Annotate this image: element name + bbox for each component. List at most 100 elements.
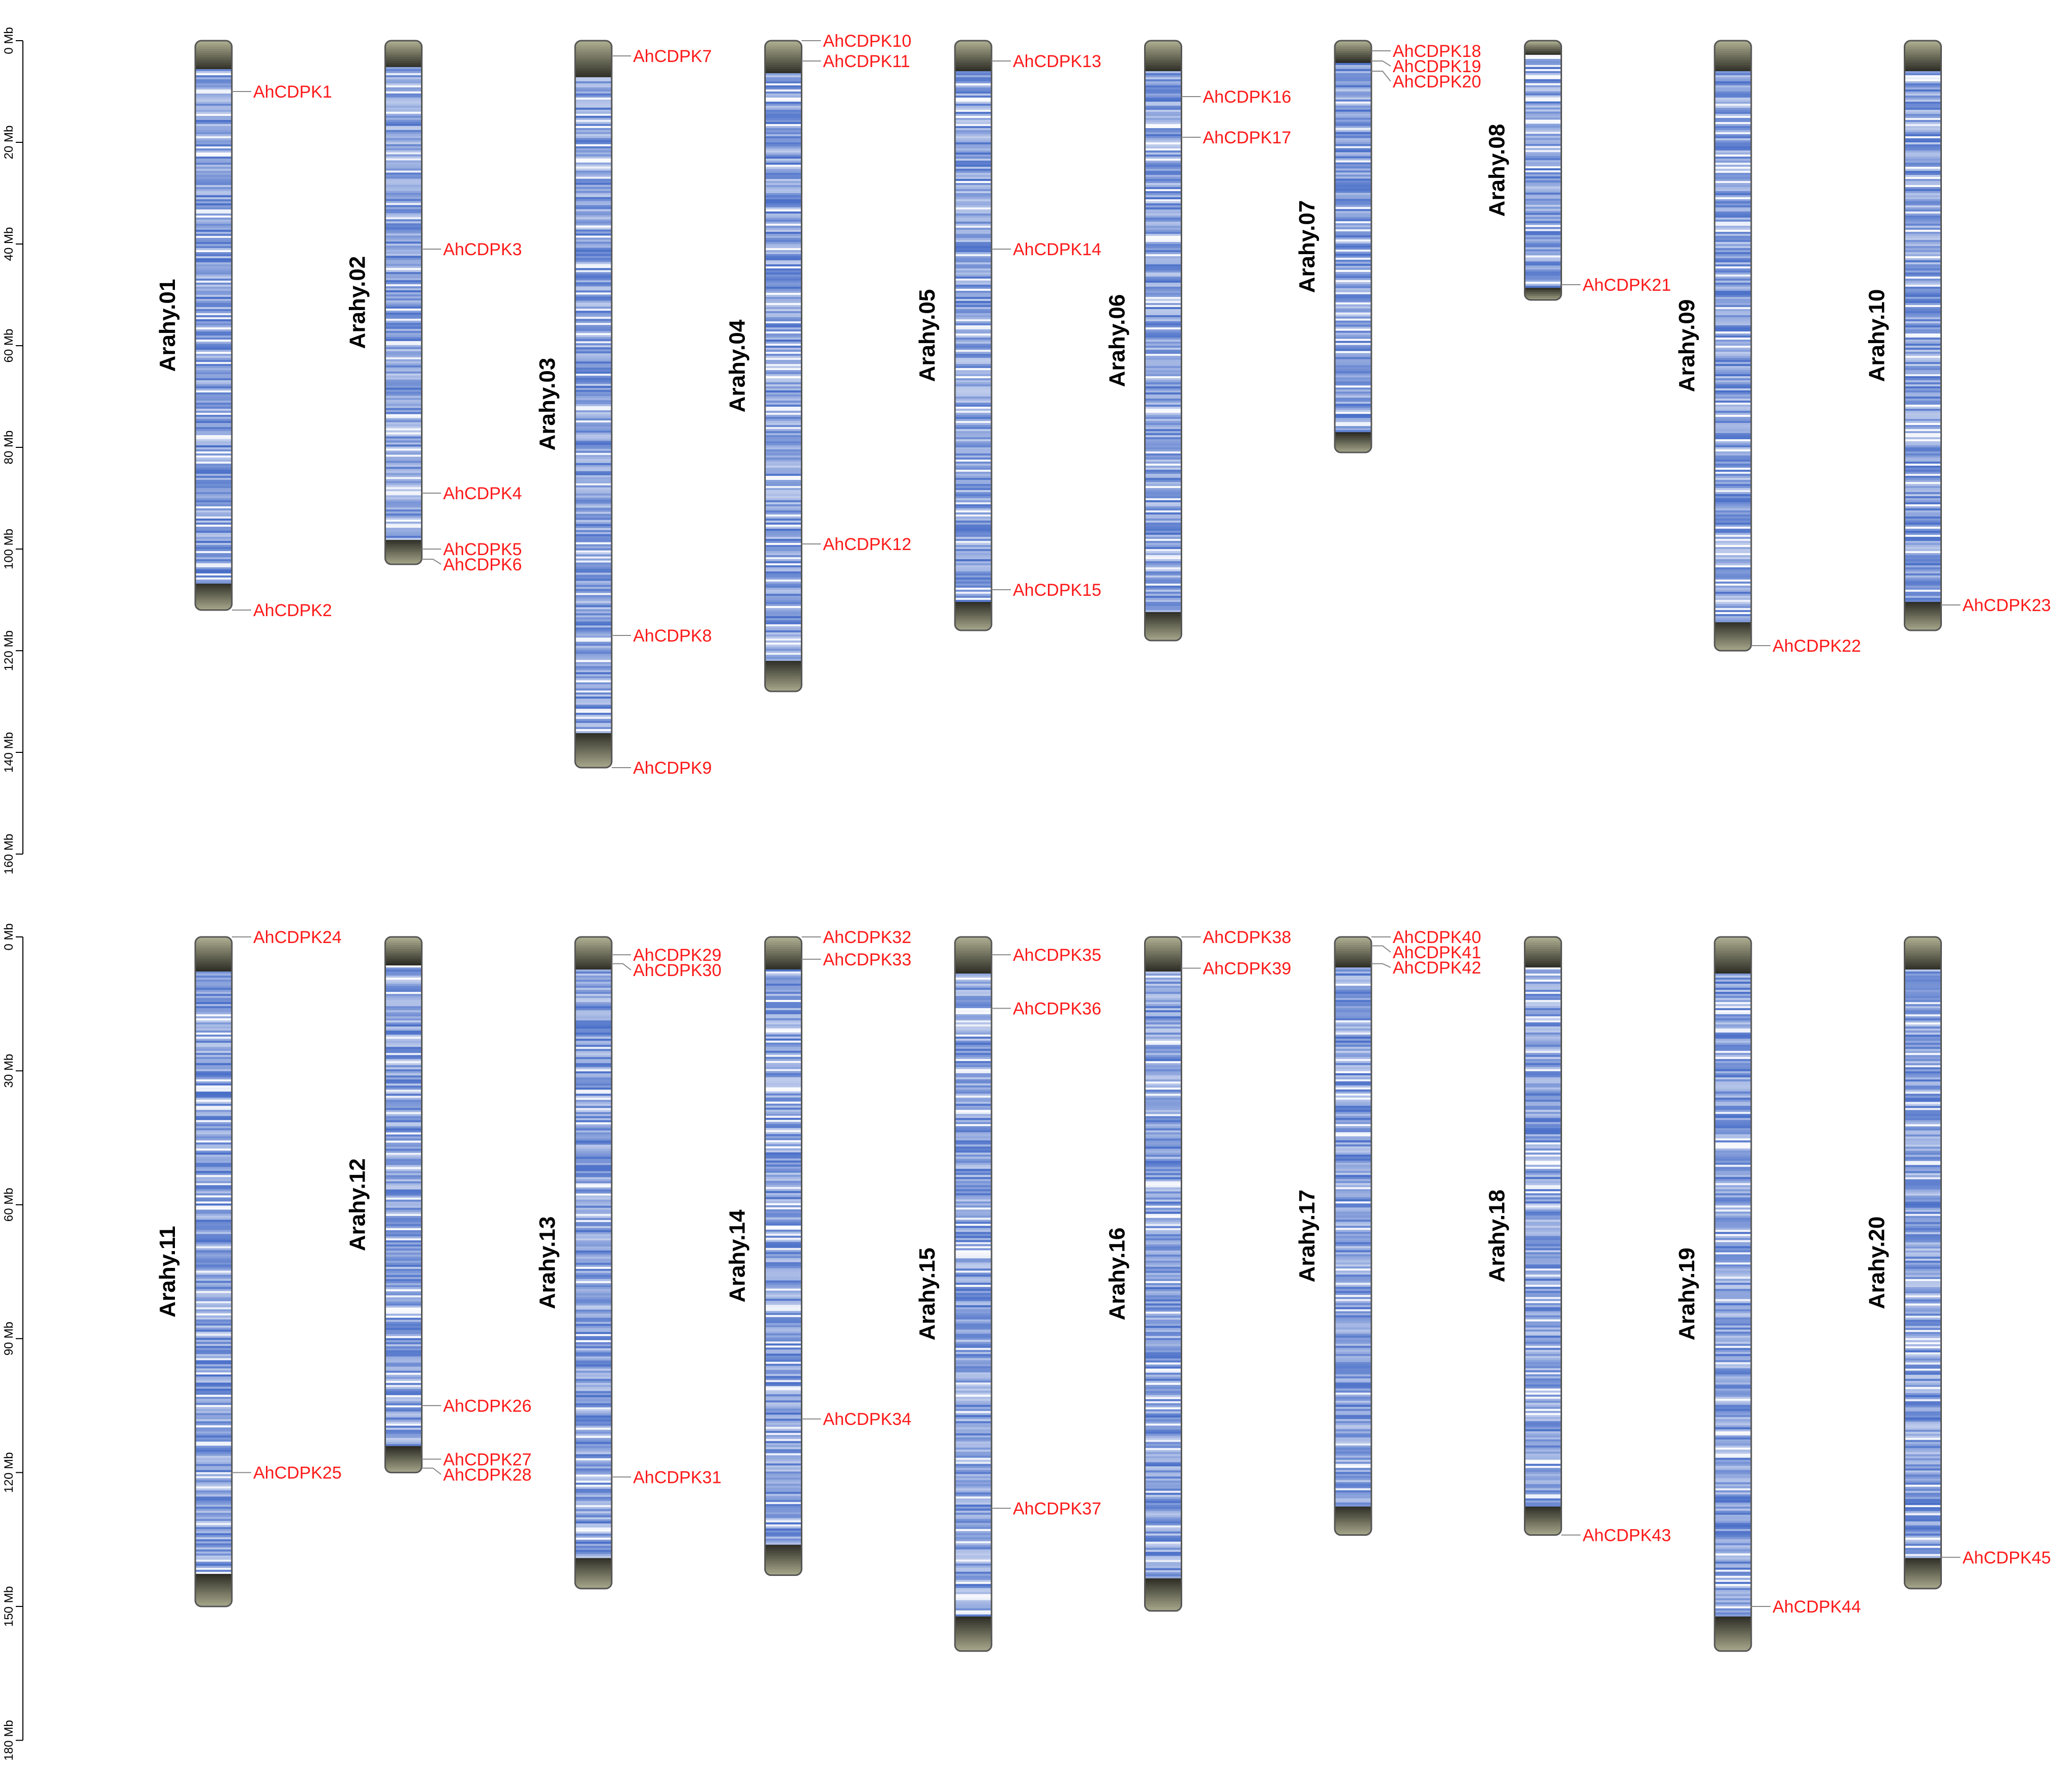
gene-label: AhCDPK45: [1963, 1548, 2051, 1567]
gene-label: AhCDPK7: [633, 47, 712, 66]
chromosome-outline: [1524, 40, 1562, 301]
gene-label: AhCDPK16: [1203, 87, 1292, 107]
gene-leader-line: [1371, 963, 1391, 968]
chromosome-name: Arahy.19: [1674, 1248, 1699, 1341]
gene-label: AhCDPK32: [823, 928, 912, 947]
gene-leader-line: [1371, 945, 1391, 953]
chromosome-name: Arahy.20: [1865, 1217, 1890, 1310]
gene-label: AhCDPK5: [443, 540, 522, 559]
gene-density-bands: [1524, 937, 1562, 1535]
chromosome-outline: [1334, 40, 1372, 453]
gene-density-bands: [385, 41, 422, 564]
gene-label: AhCDPK30: [633, 961, 722, 980]
gene-label: AhCDPK19: [1393, 57, 1481, 76]
gene-density-bands: [1145, 937, 1182, 1611]
gene-density-bands: [1145, 41, 1182, 641]
gene-density-bands: [765, 937, 802, 1575]
gene-label: AhCDPK44: [1773, 1597, 1861, 1617]
chromosome-name: Arahy.14: [725, 1209, 750, 1302]
chromosome-name: Arahy.05: [915, 289, 940, 382]
gene-label: AhCDPK13: [1013, 52, 1101, 71]
axis-tick-label: 80 Mb: [2, 431, 16, 465]
gene-label: AhCDPK18: [1393, 42, 1481, 61]
gene-label: AhCDPK12: [823, 535, 912, 554]
chromosome-name: Arahy.07: [1295, 200, 1320, 293]
chromosome-outline: [764, 936, 802, 1576]
chromosome-name: Arahy.09: [1674, 299, 1699, 392]
axis-tick-label: 140 Mb: [2, 732, 16, 773]
chromosome-outline: [1524, 936, 1562, 1536]
axis-tick-label: 120 Mb: [2, 630, 16, 671]
axis-tick-label: 30 Mb: [2, 1054, 16, 1088]
gene-density-bands: [385, 937, 422, 1473]
chromosome-name: Arahy.16: [1105, 1228, 1130, 1321]
gene-label: AhCDPK39: [1203, 959, 1292, 978]
gene-density-bands: [1715, 41, 1751, 651]
chromosome-outline: [1714, 40, 1752, 652]
axis-tick-label: 100 Mb: [2, 529, 16, 569]
gene-label: AhCDPK34: [823, 1410, 912, 1429]
gene-label: AhCDPK37: [1013, 1499, 1101, 1518]
gene-label: AhCDPK27: [443, 1450, 532, 1469]
gene-leader-line: [422, 559, 442, 565]
gene-density-bands: [1335, 937, 1371, 1535]
chromosome-outline: [1144, 936, 1182, 1612]
gene-density-bands: [195, 937, 232, 1606]
chromosome-name: Arahy.02: [345, 256, 370, 349]
axis-tick-label: 40 Mb: [2, 227, 16, 261]
gene-density-bands: [765, 41, 802, 691]
chromosome-outline: [1144, 40, 1182, 642]
gene-density-bands: [955, 937, 992, 1651]
axis-tick-label: 60 Mb: [2, 329, 16, 363]
gene-label: AhCDPK26: [443, 1396, 532, 1416]
gene-label: AhCDPK2: [253, 601, 332, 620]
gene-label: AhCDPK4: [443, 484, 522, 503]
gene-label: AhCDPK38: [1203, 928, 1292, 947]
gene-density-bands: [1715, 937, 1751, 1651]
gene-label: AhCDPK20: [1393, 72, 1481, 92]
gene-label: AhCDPK23: [1963, 596, 2051, 615]
gene-leader-line: [612, 963, 632, 970]
chromosome-outline: [764, 40, 802, 692]
gene-label: AhCDPK22: [1773, 636, 1861, 656]
gene-label: AhCDPK17: [1203, 128, 1292, 147]
gene-label: AhCDPK14: [1013, 240, 1101, 259]
axis-tick-label: 120 Mb: [2, 1452, 16, 1493]
gene-leader-line: [1371, 60, 1391, 67]
chromosome-name: Arahy.18: [1485, 1190, 1510, 1283]
gene-leader-line: [1371, 71, 1391, 82]
chromosome-name: Arahy.03: [535, 358, 560, 451]
chromosome-outline: [194, 936, 233, 1607]
gene-label: AhCDPK25: [253, 1464, 342, 1483]
chromosome-outline: [1904, 40, 1942, 631]
gene-label: AhCDPK42: [1393, 958, 1481, 978]
axis-tick-label: 150 Mb: [2, 1586, 16, 1627]
chromosome-outline: [954, 936, 993, 1652]
gene-label: AhCDPK11: [823, 52, 910, 71]
gene-label: AhCDPK1: [253, 82, 332, 102]
chromosome-name: Arahy.11: [155, 1226, 180, 1317]
gene-label: AhCDPK28: [443, 1465, 532, 1484]
chromosome-outline: [954, 40, 993, 631]
gene-density-bands: [955, 41, 992, 630]
gene-density-bands: [575, 41, 612, 768]
gene-label: AhCDPK40: [1393, 928, 1481, 947]
